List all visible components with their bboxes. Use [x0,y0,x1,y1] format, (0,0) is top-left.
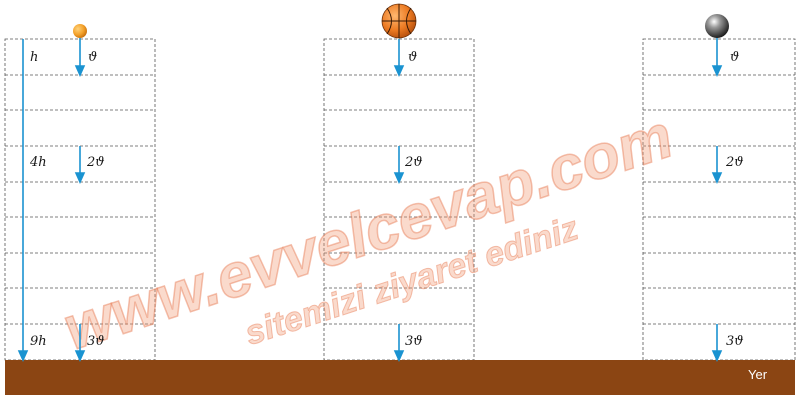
velocity-arrow-basketball-3 [393,324,405,362]
velocity-label-steel-1: ϑ [730,50,739,65]
velocity-arrow-small-ball-1 [74,38,86,77]
velocity-arrow-steel-ball-2 [711,146,723,184]
velocity-label-basket-3: 3ϑ [405,334,423,349]
watermark-line1: www.evvelcevap.com [56,102,681,364]
height-label-h: h [30,50,38,65]
small-orange-ball-icon [73,24,87,38]
ground-label: Yer [748,367,768,382]
velocity-label-steel-3: 3ϑ [726,334,744,349]
height-label-4h: 4h [29,155,47,170]
velocity-label-basket-2: 2ϑ [404,155,423,170]
ground [5,360,795,395]
grid-column-right [642,38,796,361]
velocity-arrow-basketball-2 [393,146,405,184]
velocity-arrow-basketball-1 [393,39,405,77]
velocity-label-small-3: 3ϑ [87,334,105,349]
velocity-arrow-steel-ball-1 [711,38,723,77]
velocity-label-steel-2: 2ϑ [725,155,744,170]
velocity-label-basket-1: ϑ [408,50,417,65]
steel-ball-icon [705,14,729,38]
watermark: www.evvelcevap.com sitemizi ziyaret edin… [55,101,682,364]
velocity-arrow-steel-ball-3 [711,324,723,362]
velocity-label-small-2: 2ϑ [86,155,105,170]
velocity-label-small-1: ϑ [88,50,97,65]
velocity-arrow-small-ball-2 [74,146,86,184]
velocity-arrow-small-ball-3 [74,324,86,362]
basketball-icon [381,3,417,39]
height-label-9h: 9h [30,334,47,349]
height-arrow [17,39,29,362]
